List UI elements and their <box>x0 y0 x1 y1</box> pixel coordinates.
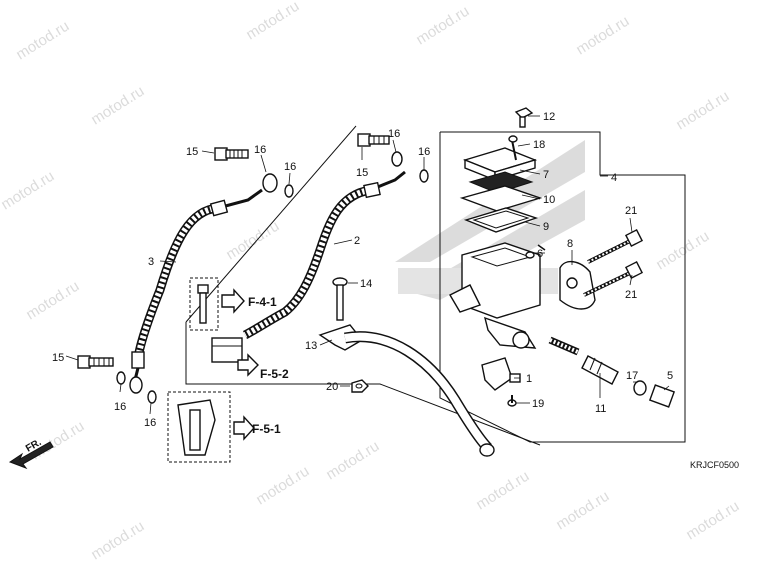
piston-set-11 <box>548 336 676 408</box>
leader-lines <box>65 115 670 415</box>
watermark-text: motod.ru <box>683 498 742 544</box>
ref-label-f-4-1: F-4-1 <box>248 295 277 309</box>
brake-switch-1 <box>481 357 521 391</box>
callout-12: 12 <box>543 111 555 123</box>
sealing-washer-16 <box>419 169 429 183</box>
bolt-12 <box>514 107 534 128</box>
callout-11: 11 <box>595 403 606 415</box>
screw-19 <box>507 395 517 407</box>
nut-20 <box>351 379 369 393</box>
watermark-text: motod.ru <box>243 0 302 43</box>
callout-15: 15 <box>186 146 198 158</box>
callout-15: 15 <box>356 167 368 179</box>
banjo-fitting <box>129 376 143 394</box>
ref-arrow-f-5-2 <box>237 353 259 377</box>
callout-3: 3 <box>148 256 154 268</box>
sealing-washer-16 <box>147 390 157 404</box>
callout-16: 16 <box>418 146 430 158</box>
callout-21: 21 <box>625 205 637 217</box>
bolt-6-head <box>525 251 535 259</box>
callout-5: 5 <box>667 370 673 382</box>
bolt-21-upper <box>587 228 644 264</box>
watermark-text: motod.ru <box>673 88 732 134</box>
callout-16: 16 <box>254 144 266 156</box>
callout-1: 1 <box>526 373 532 385</box>
watermark-text: motod.ru <box>23 278 82 324</box>
pivot-bolt-14 <box>332 277 348 321</box>
watermark-text: motod.ru <box>253 463 312 509</box>
callout-7: 7 <box>543 169 549 181</box>
brake-hose-3 <box>131 188 263 381</box>
callout-19: 19 <box>532 398 544 410</box>
holder-8 <box>559 261 596 310</box>
callout-14: 14 <box>360 278 372 290</box>
banjo-bolt-15-bottom <box>77 355 114 369</box>
callout-16: 16 <box>144 417 156 429</box>
callout-18: 18 <box>533 139 545 151</box>
watermark-text: motod.ru <box>0 168 57 214</box>
separator-line <box>185 125 357 323</box>
watermark-text: motod.ru <box>88 83 147 129</box>
ref-box-f-5-1 <box>167 391 255 463</box>
banjo-fitting <box>262 173 278 193</box>
callout-17: 17 <box>626 370 638 382</box>
reservoir-cap-stack <box>459 135 543 233</box>
ref-box-f-4-1 <box>189 277 245 331</box>
watermark-text: motod.ru <box>553 488 612 534</box>
callout-2: 2 <box>354 235 360 247</box>
ref-label-f-5-1: F-5-1 <box>252 422 281 436</box>
bolt-21-lower <box>583 260 644 297</box>
callout-6: 6 <box>537 248 543 260</box>
sealing-washer-16 <box>284 184 294 198</box>
callout-4: 4 <box>611 172 617 184</box>
sealing-washer-16 <box>116 371 126 385</box>
callout-16: 16 <box>114 401 126 413</box>
ref-label-f-5-2: F-5-2 <box>260 367 289 381</box>
callout-13: 13 <box>305 340 317 352</box>
watermark-text: motod.ru <box>573 13 632 59</box>
watermark-text: motod.ru <box>88 518 147 564</box>
watermark-text: motod.ru <box>413 3 472 49</box>
brake-hose-2 <box>211 170 406 363</box>
callout-9: 9 <box>543 221 549 233</box>
banjo-bolt-15-top-left <box>214 147 249 161</box>
master-cylinder-body <box>449 242 541 349</box>
callout-labels: 15 16 16 3 2 15 16 16 15 16 16 12 18 7 1… <box>52 111 673 429</box>
front-direction-arrow: FR. <box>8 437 54 470</box>
diagram-code: KRJCF0500 <box>690 460 739 470</box>
callout-10: 10 <box>543 194 555 206</box>
callout-16: 16 <box>388 128 400 140</box>
callout-16: 16 <box>284 161 296 173</box>
watermark-text: motod.ru <box>473 468 532 514</box>
watermark-text: motod.ru <box>13 18 72 64</box>
watermark-text: motod.ru <box>223 218 282 264</box>
sealing-washer-16 <box>391 151 403 167</box>
banjo-bolt-15-top-right <box>357 133 390 147</box>
callout-15: 15 <box>52 352 64 364</box>
callout-20: 20 <box>326 381 338 393</box>
watermark-text: motod.ru <box>323 438 382 484</box>
brake-lever-13 <box>318 324 495 457</box>
callout-21: 21 <box>625 289 637 301</box>
callout-8: 8 <box>567 238 573 250</box>
bolt-6 <box>537 244 546 251</box>
watermark-text: motod.ru <box>653 228 712 274</box>
